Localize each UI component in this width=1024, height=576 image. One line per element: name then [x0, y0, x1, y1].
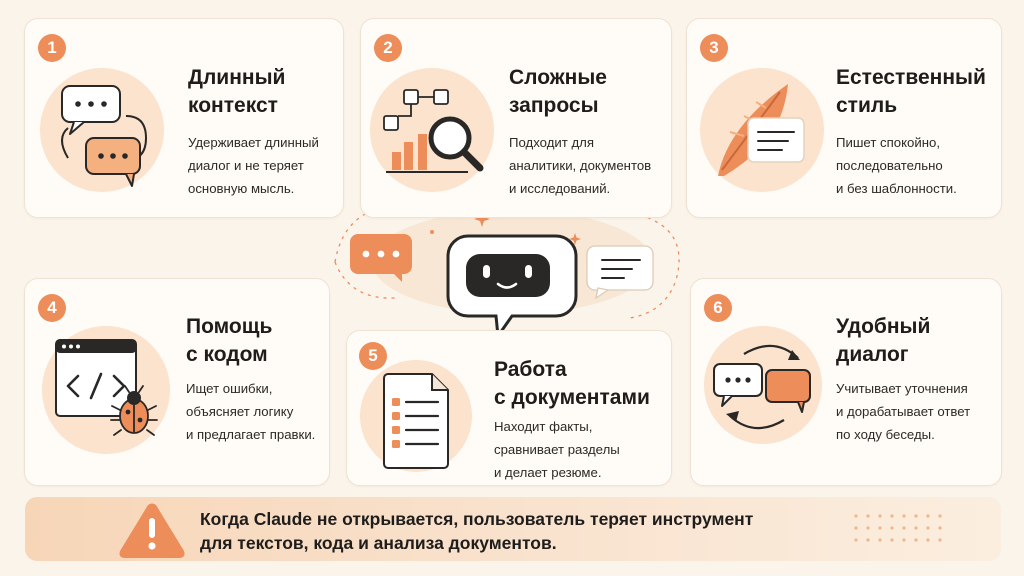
text-message-bubble-icon — [586, 245, 654, 300]
warning-banner-text: Когда Claude не открывается, пользовател… — [200, 509, 754, 553]
document-checklist-icon — [383, 373, 449, 469]
step-number-badge: 5 — [359, 342, 387, 370]
card-description: Учитывает уточнения и дорабатывает ответ… — [836, 381, 971, 442]
warning-icon — [119, 503, 185, 558]
card-title: Работа с документами — [494, 358, 650, 409]
card-description: Ищет ошибки, объясняет логику и предлага… — [186, 381, 316, 442]
card-description: Пишет спокойно, последовательно и без ша… — [836, 135, 957, 196]
card-description: Удерживает длинный диалог и не теряет ос… — [188, 135, 319, 196]
analytics-magnifier-icon — [383, 89, 484, 173]
step-number-badge: 3 — [700, 34, 728, 62]
chat-bubbles-icon — [61, 85, 148, 187]
step-number-badge: 2 — [374, 34, 402, 62]
step-number-badge: 6 — [704, 294, 732, 322]
card-title: Помощь с кодом — [186, 315, 273, 366]
feather-quill-icon — [718, 84, 805, 176]
orange-chat-bubble-icon — [350, 234, 412, 282]
decorative-dot-grid — [854, 514, 942, 542]
card-title: Длинный контекст — [188, 66, 286, 117]
card-title: Естественный стиль — [836, 66, 986, 117]
card-title: Сложные запросы — [509, 66, 607, 117]
assistant-robot-icon — [446, 234, 578, 341]
dialog-exchange-icon — [713, 344, 811, 430]
warning-banner — [25, 497, 1001, 561]
step-number-badge: 1 — [38, 34, 66, 62]
card-description: Подходит для аналитики, документов и исс… — [509, 135, 652, 196]
card-description: Находит факты, сравнивает разделы и дела… — [494, 419, 620, 480]
code-bug-icon — [55, 339, 158, 436]
step-number-badge: 4 — [38, 294, 66, 322]
card-title: Удобный диалог — [836, 315, 931, 366]
